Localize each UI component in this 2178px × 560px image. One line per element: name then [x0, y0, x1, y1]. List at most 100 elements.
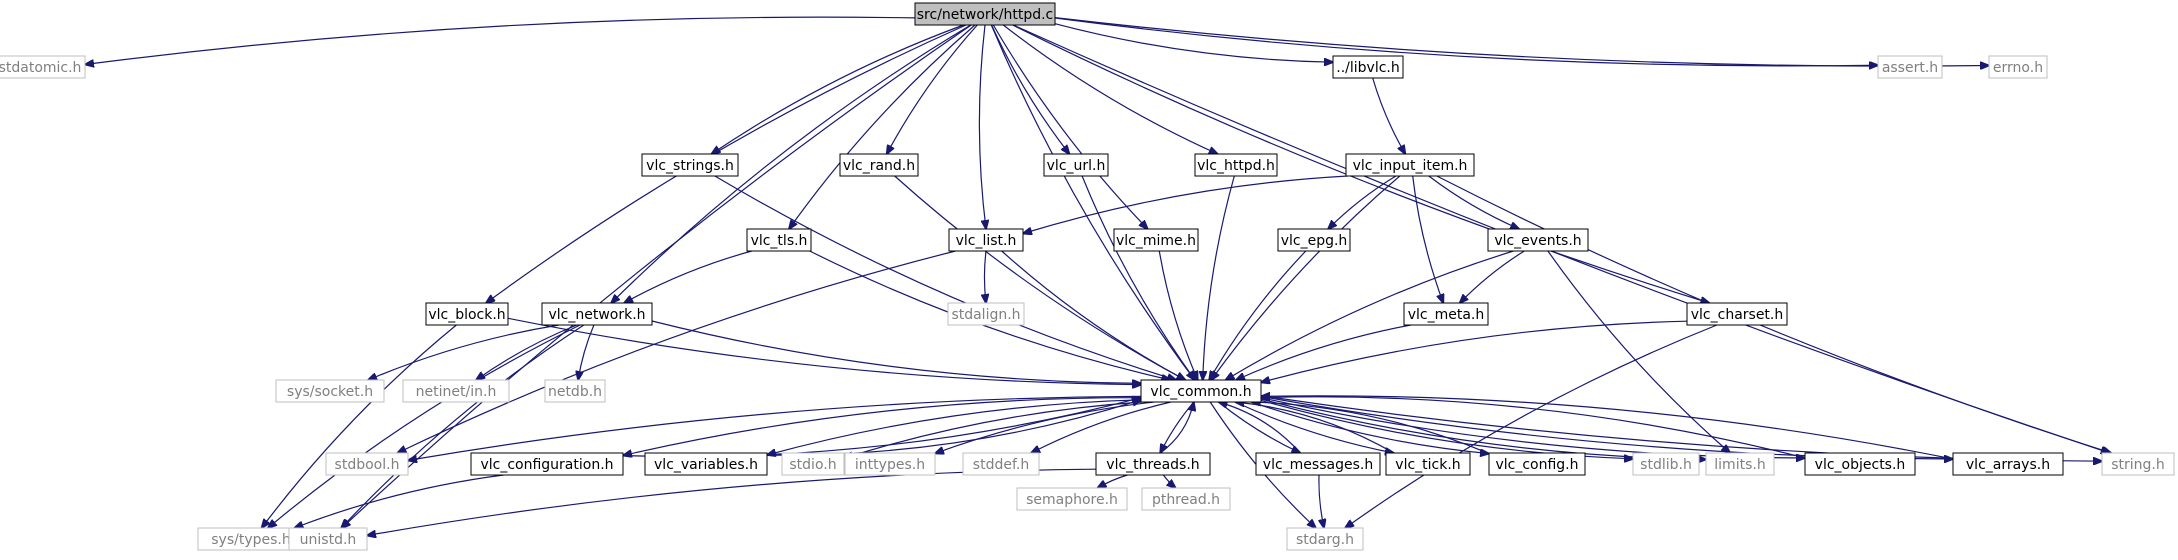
node-vlc-events[interactable]: vlc_events.h [1487, 228, 1589, 252]
node-label: vlc_objects.h [1815, 457, 1906, 473]
edge-vlc_tls-to-vlc_network [624, 250, 753, 303]
node-box [839, 153, 919, 177]
edge-vlc_tls-to-vlc_common [809, 250, 1171, 380]
node-box [544, 379, 606, 403]
edge-vlc_common-to-vlc_configuration [623, 397, 1142, 456]
node-vlc-rand[interactable]: vlc_rand.h [839, 153, 919, 177]
node-box [425, 302, 509, 326]
node-vlc-variables[interactable]: vlc_variables.h [644, 452, 768, 476]
node-label: vlc_url.h [1047, 158, 1106, 174]
edge-vlc_common-to-inttypes [935, 401, 1155, 453]
node-vlc-url[interactable]: vlc_url.h [1043, 153, 1109, 177]
node-vlc-httpd[interactable]: vlc_httpd.h [1194, 153, 1278, 177]
node-box [288, 527, 368, 551]
node-vlc-threads[interactable]: vlc_threads.h [1095, 452, 1211, 476]
edge-vlc_network-to-unistd [341, 324, 585, 528]
edge-vlc_list-to-vlc_common [1001, 250, 1186, 380]
node-libvlc[interactable]: ../libvlc.h [1332, 55, 1404, 79]
edge-vlc_block-to-vlc_common [507, 317, 1141, 384]
node-box [541, 302, 653, 326]
node-vlc-meta[interactable]: vlc_meta.h [1403, 302, 1489, 326]
node-label: stdbool.h [335, 457, 400, 473]
node-vlc-arrays[interactable]: vlc_arrays.h [1952, 452, 2064, 476]
edge-vlc_input_item-to-string [1436, 175, 2111, 453]
edge-vlc_mime-to-vlc_common [1158, 250, 1197, 380]
node-vlc-config[interactable]: vlc_config.h [1488, 452, 1586, 476]
node-box [402, 379, 510, 403]
node-vlc-epg[interactable]: vlc_epg.h [1277, 228, 1351, 252]
node-box [1286, 527, 1364, 551]
node-box [2101, 452, 2175, 476]
edge-vlc_network-to-sys_socket [368, 324, 559, 380]
node-httpd-c[interactable]: src/network/httpd.c [914, 2, 1056, 26]
edge-vlc_strings-to-vlc_common [714, 175, 1176, 380]
node-box [948, 228, 1024, 252]
node-vlc-objects[interactable]: vlc_objects.h [1804, 452, 1916, 476]
edge-httpd_c-to-vlc_httpd [1002, 24, 1217, 154]
edge-httpd_c-to-errno [1054, 17, 1989, 67]
edge-vlc_meta-to-vlc_common [1236, 324, 1412, 380]
node-label: stdio.h [789, 457, 836, 473]
node-box [1705, 452, 1775, 476]
node-label: vlc_block.h [428, 307, 505, 323]
node-label: netdb.h [548, 384, 602, 400]
edge-vlc_common-to-vlc_threads [1160, 401, 1195, 453]
node-label: errno.h [1993, 60, 2043, 76]
edge-vlc_input_item-to-vlc_list [1023, 175, 1348, 234]
node-label: stdlib.h [1640, 457, 1692, 473]
node-label: vlc_meta.h [1408, 307, 1485, 323]
node-box [1345, 153, 1475, 177]
node-vlc-mime[interactable]: vlc_mime.h [1113, 228, 1199, 252]
edge-httpd_c-to-vlc_tls [789, 24, 976, 229]
node-label: src/network/httpd.c [917, 7, 1054, 23]
node-box [1877, 55, 1943, 79]
node-semaphore: semaphore.h [1016, 487, 1128, 511]
node-box [947, 302, 1025, 326]
node-sys-types: sys/types.h [197, 527, 305, 551]
node-stdio: stdio.h [781, 452, 845, 476]
node-vlc-configuration[interactable]: vlc_configuration.h [470, 452, 624, 476]
node-vlc-common[interactable]: vlc_common.h [1140, 379, 1262, 403]
edge-vlc_network-to-netinet_in [476, 324, 578, 380]
node-vlc-strings[interactable]: vlc_strings.h [641, 153, 739, 177]
node-label: vlc_config.h [1495, 457, 1578, 473]
node-vlc-network[interactable]: vlc_network.h [541, 302, 653, 326]
node-label: string.h [2111, 457, 2165, 473]
node-label: vlc_httpd.h [1197, 158, 1275, 174]
node-label: vlc_rand.h [843, 158, 915, 174]
node-box [844, 452, 936, 476]
node-stdlib: stdlib.h [1632, 452, 1700, 476]
edge-vlc_input_item-to-vlc_meta [1412, 175, 1444, 303]
node-vlc-tick[interactable]: vlc_tick.h [1385, 452, 1471, 476]
node-vlc-tls[interactable]: vlc_tls.h [746, 228, 812, 252]
node-box [641, 153, 739, 177]
edge-vlc_config-to-vlc_common [1252, 402, 1490, 455]
edge-vlc_configuration-to-sys_types [294, 474, 504, 528]
node-box [1952, 452, 2064, 476]
node-vlc-messages[interactable]: vlc_messages.h [1255, 452, 1381, 476]
edge-httpd_c-to-vlc_list [978, 24, 986, 229]
node-box [1686, 302, 1788, 326]
node-errno: errno.h [1988, 55, 2048, 79]
edge-vlc_list-to-stdbool [397, 250, 956, 453]
edge-httpd_c-to-vlc_block [486, 24, 967, 303]
node-label: stdalign.h [951, 307, 1020, 323]
node-label: vlc_input_item.h [1353, 158, 1468, 174]
node-label: stdarg.h [1296, 532, 1354, 548]
edge-vlc_messages-to-vlc_common [1219, 402, 1301, 454]
node-label: vlc_arrays.h [1966, 457, 2050, 473]
node-vlc-input-item[interactable]: vlc_input_item.h [1345, 153, 1475, 177]
node-label: vlc_network.h [548, 307, 645, 323]
node-box [1804, 452, 1916, 476]
edge-vlc_common-to-stdio [844, 401, 1143, 458]
node-vlc-list[interactable]: vlc_list.h [948, 228, 1024, 252]
node-label: inttypes.h [855, 457, 925, 473]
edge-vlc_network-to-netdb [578, 324, 595, 380]
node-label: sys/types.h [211, 532, 290, 548]
edge-vlc_common-to-vlc_variables [767, 399, 1142, 455]
edge-httpd_c-to-assert [1054, 17, 1878, 66]
node-vlc-block[interactable]: vlc_block.h [425, 302, 509, 326]
node-vlc-charset[interactable]: vlc_charset.h [1686, 302, 1788, 326]
edge-vlc_network-to-vlc_common [651, 320, 1141, 383]
node-box [470, 452, 624, 476]
